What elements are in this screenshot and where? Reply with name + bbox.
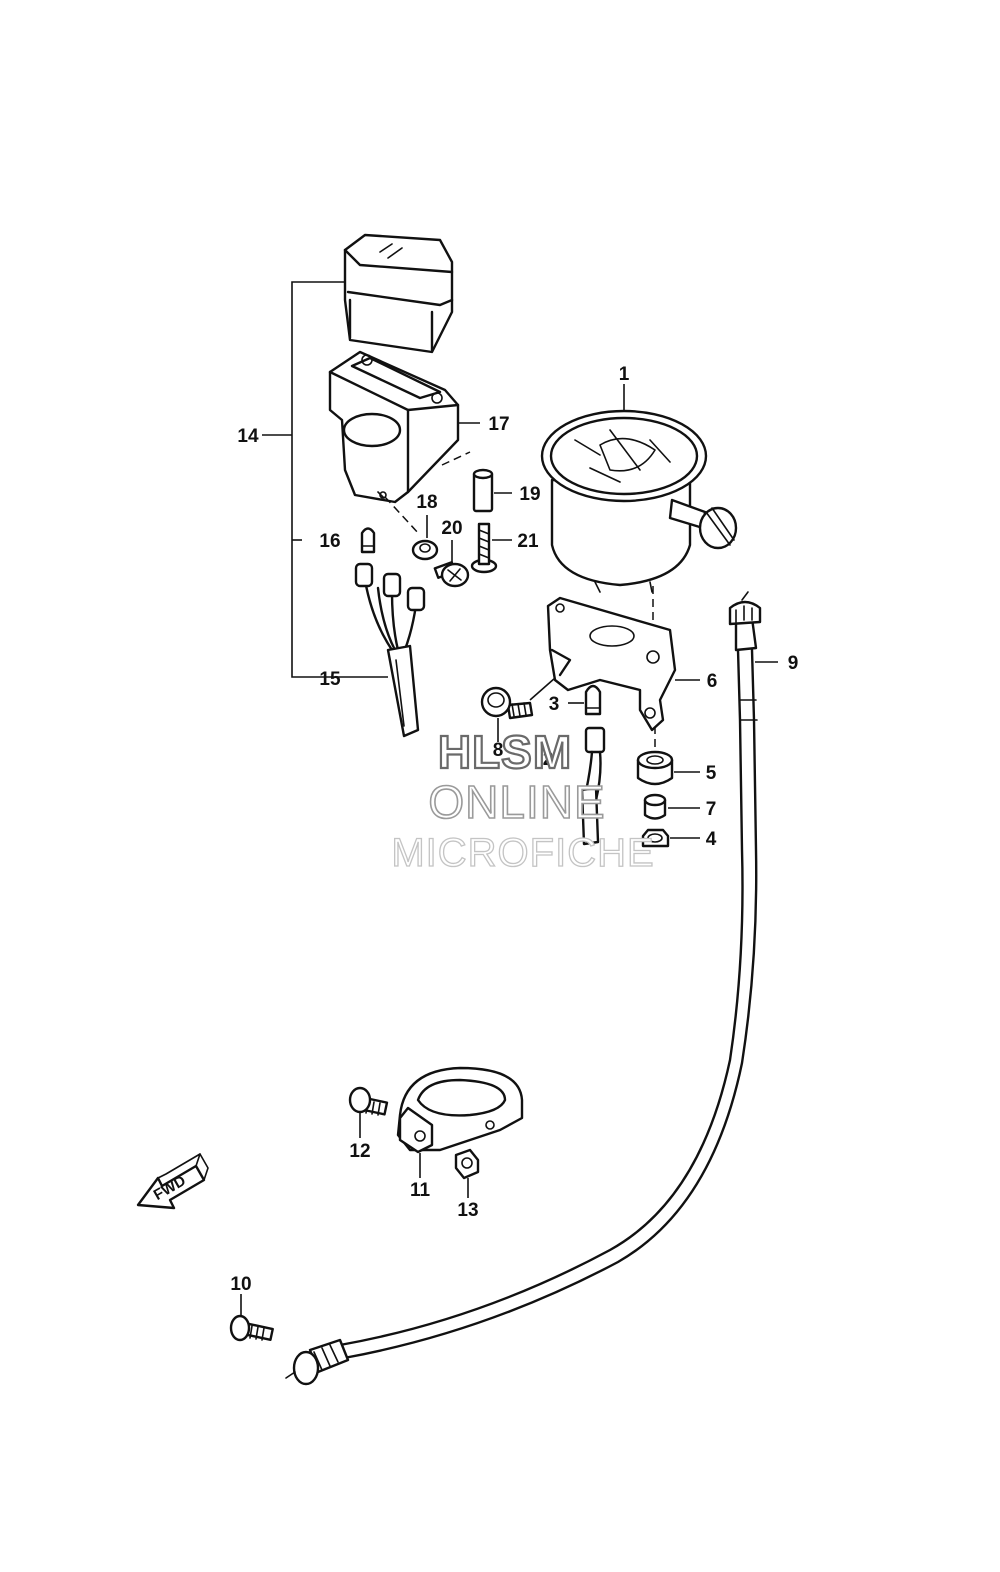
grommet-part-18 (411, 515, 439, 561)
callout-20: 20 (441, 518, 462, 539)
forward-direction-arrow: FWD (136, 1153, 209, 1210)
screw-part-21 (470, 522, 512, 574)
collar-part-7 (643, 793, 700, 820)
meter-part-1 (540, 384, 738, 593)
callout-4: 4 (706, 829, 717, 850)
callout-12: 12 (349, 1141, 370, 1162)
callout-16: 16 (319, 531, 340, 552)
callout-1: 1 (619, 364, 630, 385)
callout-6: 6 (707, 671, 718, 692)
bolt-part-10 (229, 1294, 274, 1342)
callout-5: 5 (706, 763, 717, 784)
switch-housing-part-17 (328, 350, 480, 504)
callout-18: 18 (416, 492, 437, 513)
callout-11: 11 (410, 1180, 431, 1201)
bulb-part-16 (360, 527, 376, 554)
callout-9: 9 (788, 653, 799, 674)
clamp-part-11 (396, 1066, 524, 1178)
nut-part-13 (454, 1148, 480, 1198)
callout-10: 10 (230, 1274, 251, 1295)
grommet-part-5 (636, 750, 700, 786)
switch-cover-part (343, 233, 454, 354)
watermark-line-3: MICROFICHE (391, 831, 654, 875)
callout-19: 19 (519, 484, 540, 505)
callout-21: 21 (517, 531, 539, 552)
callout-8: 8 (493, 740, 504, 761)
meter-cable-part-9 (285, 591, 778, 1386)
watermark: HLSM ONLINE MICROFICHE (391, 725, 655, 876)
socket-part-2 (580, 726, 606, 846)
watermark-line-2: ONLINE (428, 776, 605, 828)
bulb-part-3 (568, 684, 602, 716)
callout-13: 13 (457, 1200, 478, 1221)
callout-15: 15 (319, 669, 341, 690)
callout-labels: 1 2 3 4 5 6 7 8 9 10 11 12 13 14 15 16 1… (230, 364, 798, 1295)
callout-3: 3 (549, 694, 560, 715)
screw-part-20 (433, 540, 470, 588)
watermark-line-1: HLSM (438, 726, 572, 778)
wire-harness-part-15 (354, 562, 426, 738)
group-bracket-14 (262, 281, 388, 678)
nut-part-4 (641, 828, 700, 848)
callout-17: 17 (488, 414, 509, 435)
callout-14: 14 (237, 426, 259, 447)
bolt-part-12 (348, 1086, 389, 1138)
spacer-part-19 (472, 468, 512, 513)
callout-7: 7 (706, 799, 717, 820)
bolt-part-8 (480, 677, 556, 742)
assembly-lines (384, 451, 656, 760)
callout-2: 2 (543, 749, 554, 770)
bracket-part-6 (546, 596, 700, 732)
